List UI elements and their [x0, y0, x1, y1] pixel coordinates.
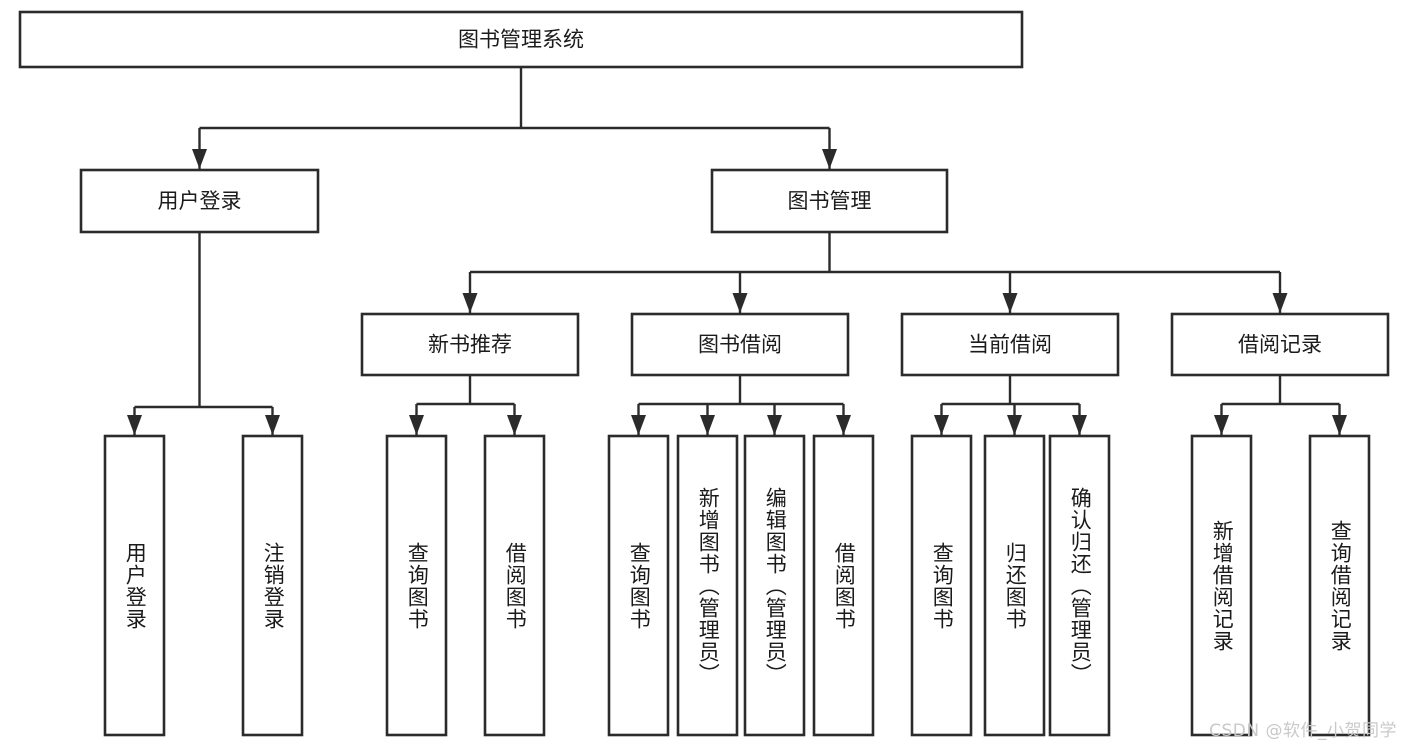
arrow-head-icon	[934, 415, 949, 435]
arrow-head-icon	[822, 149, 837, 169]
connector-lines-group	[127, 67, 1347, 435]
node-label-book-borrow: 图书借阅	[698, 333, 782, 357]
node-box-user-login[interactable]	[79, 168, 320, 234]
arrow-head-icon	[732, 293, 748, 313]
node-boxes-group	[18, 10, 1390, 737]
node-box-new-book-recommend[interactable]	[360, 312, 580, 377]
arrow-head-icon	[127, 415, 142, 435]
node-box-leaf-return-book[interactable]	[983, 434, 1046, 737]
arrow-head-icon	[836, 415, 851, 435]
node-box-leaf-edit-book[interactable]	[743, 434, 806, 737]
node-label-root: 图书管理系统	[458, 28, 584, 52]
arrow-head-icon	[265, 415, 280, 435]
arrow-head-icon	[1272, 293, 1288, 313]
csdn-watermark: CSDN @软件_小贺同学	[1209, 721, 1397, 741]
node-label-borrow-record: 借阅记录	[1238, 333, 1322, 357]
arrow-head-icon	[409, 415, 424, 435]
node-box-borrow-record[interactable]	[1170, 312, 1390, 377]
node-label-new-book-recommend: 新书推荐	[428, 333, 512, 357]
node-label-current-borrow: 当前借阅	[968, 333, 1052, 357]
node-box-leaf-logout[interactable]	[241, 434, 304, 737]
arrow-head-icon	[1072, 415, 1087, 435]
node-box-leaf-borrow-book-1[interactable]	[483, 434, 546, 737]
node-box-root[interactable]	[18, 10, 1024, 69]
arrow-head-icon	[1002, 293, 1018, 313]
node-box-leaf-query-book-3[interactable]	[910, 434, 973, 737]
arrow-head-icon	[462, 293, 478, 313]
arrow-head-icon	[700, 415, 715, 435]
node-box-leaf-confirm-return[interactable]	[1048, 434, 1111, 737]
arrow-head-icon	[1332, 415, 1347, 435]
node-box-leaf-add-record[interactable]	[1190, 434, 1253, 737]
node-box-current-borrow[interactable]	[900, 312, 1120, 377]
arrow-head-icon	[767, 415, 782, 435]
node-box-book-manage[interactable]	[710, 168, 949, 234]
node-box-leaf-user-login[interactable]	[103, 434, 166, 737]
arrow-head-icon	[631, 415, 646, 435]
node-box-leaf-query-book-1[interactable]	[385, 434, 448, 737]
arrow-head-icon	[192, 149, 207, 169]
node-box-leaf-add-book[interactable]	[676, 434, 739, 737]
arrow-head-icon	[507, 415, 522, 435]
node-box-leaf-query-record[interactable]	[1308, 434, 1371, 737]
arrow-head-icon	[1007, 415, 1022, 435]
node-box-book-borrow[interactable]	[630, 312, 850, 377]
node-box-leaf-borrow-book-2[interactable]	[812, 434, 875, 737]
node-box-leaf-query-book-2[interactable]	[607, 434, 670, 737]
arrow-head-icon	[1214, 415, 1229, 435]
node-label-user-login: 用户登录	[158, 189, 242, 213]
node-label-book-manage: 图书管理	[788, 189, 872, 213]
